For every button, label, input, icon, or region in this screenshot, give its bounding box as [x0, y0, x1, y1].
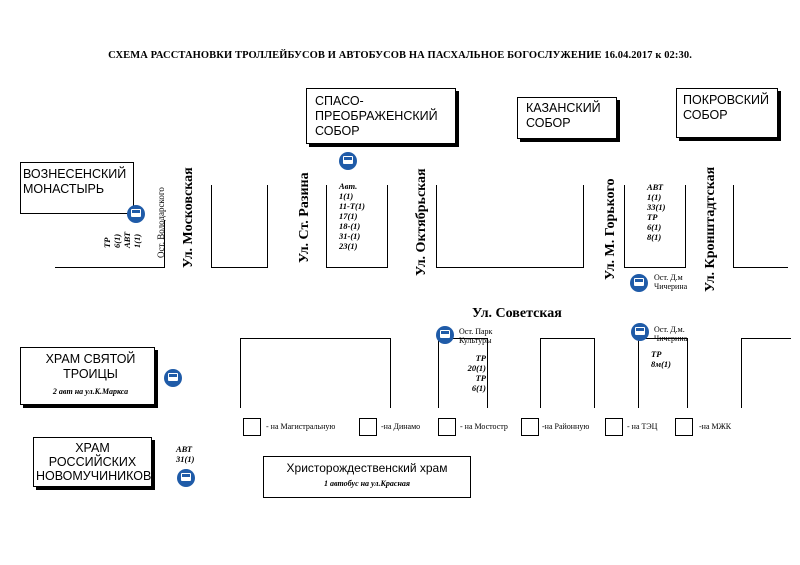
route-line: 17(1)	[339, 211, 358, 221]
route-line: ТР	[102, 237, 112, 248]
route-line: АВТ	[647, 182, 664, 192]
routes-park: ТР 20(1) ТР 6(1)	[466, 353, 486, 393]
street-oktyabrskaya: Ул. Октябрьская	[414, 168, 429, 276]
kazansky-label: Казанский собор	[526, 101, 601, 130]
city-block	[540, 338, 595, 408]
novomuchenikov-box: Храм Российских Новомучиников	[33, 437, 152, 487]
troitsy-box: Храм Святой Троицы 2 авт на ул.К.Маркса	[20, 347, 155, 405]
pokrovsky-box: Покровский собор	[676, 88, 778, 138]
legend-label: -на Районную	[542, 422, 590, 431]
city-block	[55, 220, 165, 268]
spaso-label: Спасо-преображенский собор	[315, 94, 438, 138]
route-line: ТР	[651, 349, 662, 359]
diagram-title: СХЕМА РАССТАНОВКИ ТРОЛЛЕЙБУСОВ И АВТОБУС…	[108, 50, 692, 61]
legend-square	[521, 418, 539, 436]
bus-stop-icon	[631, 323, 649, 341]
route-line: 31(1)	[176, 454, 195, 464]
bus-stop-icon	[630, 274, 648, 292]
stop-name-line: Ост. Парк	[459, 327, 493, 336]
routes-gorkogo: АВТ 1(1) 33(1) ТР 6(1) 8(1)	[647, 182, 665, 242]
legend-square	[359, 418, 377, 436]
spaso-box: Спасо-преображенский собор	[306, 88, 456, 144]
rozhdestvensky-note: 1 автобус на ул.Краснaя	[323, 479, 411, 488]
route-line: ТР	[475, 353, 486, 363]
route-line: ТР	[475, 373, 486, 383]
legend-label: - на Магистральную	[266, 422, 336, 431]
bus-stop-icon	[436, 326, 454, 344]
stop-name-line: Ост. Д.м.	[654, 325, 685, 334]
kazansky-box: Казанский собор	[517, 97, 617, 139]
stop-name-line: Чичерина	[654, 282, 688, 291]
rozhdestvensky-box: Христорождественский храм 1 автобус на у…	[263, 456, 471, 498]
troitsy-note: 2 авт на ул.К.Маркса	[52, 387, 129, 396]
route-line: 6(1)	[112, 233, 122, 248]
legend-square	[438, 418, 456, 436]
city-block	[733, 185, 788, 268]
route-line: ТР	[647, 212, 658, 222]
pokrovsky-label: Покровский собор	[683, 93, 769, 122]
route-line: АВТ	[122, 231, 132, 248]
bus-stop-icon	[177, 469, 195, 487]
route-line: 8(1)	[647, 232, 662, 242]
route-line: 6(1)	[471, 383, 486, 393]
stop-volodarskogo-label: Ост. Володарского	[156, 187, 166, 258]
route-line: 1(1)	[647, 192, 662, 202]
route-line: 11-Т(1)	[339, 201, 365, 211]
troitsy-label: Храм Святой Троицы	[45, 352, 136, 381]
city-block	[638, 338, 688, 408]
stop-name-line: Культуры	[459, 336, 492, 345]
city-block	[438, 338, 488, 408]
route-line: Авт.	[339, 181, 358, 191]
city-block	[624, 185, 686, 268]
city-block	[240, 338, 391, 408]
stop-name-line: Ост. Д.м	[654, 273, 683, 282]
legend-label: - на ТЭЦ	[627, 422, 658, 431]
route-line: 1(1)	[339, 191, 354, 201]
voznesensky-box: Вознесенский монастырь	[20, 162, 134, 214]
legend-square	[243, 418, 261, 436]
legend-square	[605, 418, 623, 436]
route-line: 6(1)	[647, 222, 662, 232]
routes-razina: Авт. 1(1) 11-Т(1) 17(1) 18-(1) 31-(1) 23…	[339, 181, 365, 251]
bus-stop-icon	[339, 152, 357, 170]
route-line: 18-(1)	[339, 221, 361, 231]
route-line: 8м(1)	[651, 359, 671, 369]
city-block	[436, 185, 584, 268]
stop-chicherina-bottom-label: Ост. Д.м. Чичерина	[654, 325, 687, 343]
street-kronshtadtskaya: Ул. Кронштадтская	[703, 166, 718, 292]
stop-name-line: Чичерина	[654, 334, 688, 343]
route-line: АВТ	[176, 444, 193, 454]
legend-label: - на Мостостр	[460, 422, 508, 431]
bus-stop-icon	[127, 205, 145, 223]
legend-label: -на Динамо	[381, 422, 421, 431]
route-line: 31-(1)	[339, 231, 361, 241]
city-block	[326, 185, 388, 268]
bus-stop-icon	[164, 369, 182, 387]
routes-novomuch: АВТ 31(1)	[176, 444, 194, 464]
routes-chicherina: ТР 8м(1)	[651, 349, 671, 369]
route-line: 33(1)	[647, 202, 666, 212]
street-razina: Ул. Ст. Разина	[297, 172, 312, 263]
street-moskovskaya: Ул. Московская	[181, 167, 196, 268]
route-line: 23(1)	[339, 241, 358, 251]
routes-volodarskogo: ТР 6(1) АВТ 1(1)	[102, 232, 142, 248]
legend-square	[675, 418, 693, 436]
route-line: 1(1)	[132, 233, 142, 248]
street-sovetskaya: Ул. Советская	[472, 306, 562, 321]
route-line: 20(1)	[467, 363, 486, 373]
voznesensky-label: Вознесенский монастырь	[23, 167, 127, 196]
street-gorkogo: Ул. М. Горького	[603, 178, 618, 280]
novomuchenikov-label: Храм Российских Новомучиников	[36, 441, 152, 483]
city-block	[741, 338, 791, 408]
legend-label: -на МЖК	[699, 422, 732, 431]
city-block	[211, 185, 268, 268]
rozhdestvensky-label: Христорождественский храм	[286, 461, 448, 475]
stop-park-label: Ост. Парк Культуры	[459, 327, 492, 345]
stop-chicherina-top-label: Ост. Д.м Чичерина	[654, 273, 687, 291]
